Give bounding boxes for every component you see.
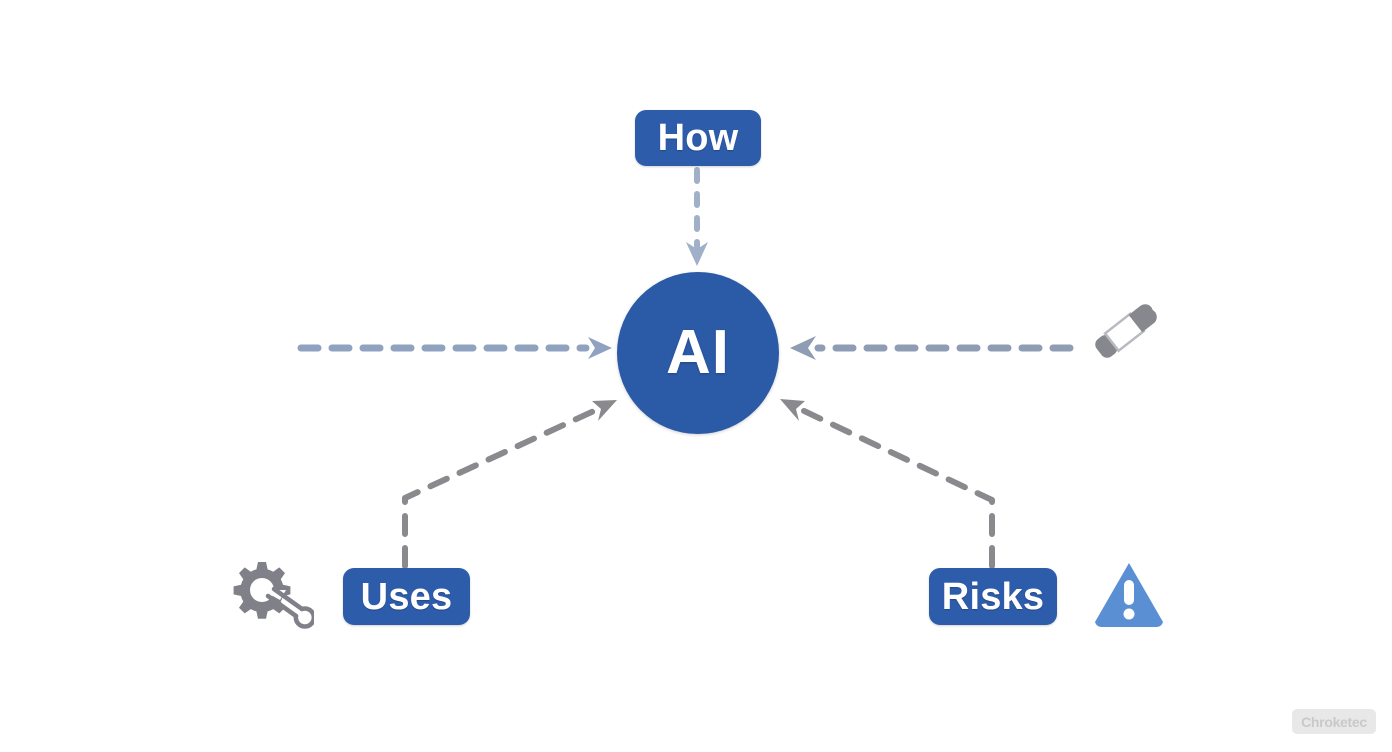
connector-uses-to-ai bbox=[402, 400, 617, 569]
connector-right-to-ai bbox=[790, 336, 1074, 360]
connector-left-to-ai bbox=[297, 337, 612, 359]
node-how-label: How bbox=[657, 117, 739, 159]
watermark: Chroketec bbox=[1292, 709, 1376, 734]
node-how[interactable]: How bbox=[635, 110, 761, 166]
watermark-text: Chroketec bbox=[1301, 713, 1367, 730]
node-uses[interactable]: Uses bbox=[343, 568, 470, 625]
pencil-icon bbox=[1095, 304, 1157, 358]
node-ai-label: AI bbox=[666, 318, 730, 387]
connector-how-to-ai bbox=[686, 167, 708, 266]
node-risks-label: Risks bbox=[941, 575, 1045, 618]
warning-triangle-icon bbox=[1095, 563, 1163, 627]
gear-wrench-icon bbox=[233, 562, 314, 629]
node-ai-hub[interactable]: AI bbox=[617, 272, 779, 434]
node-risks[interactable]: Risks bbox=[929, 568, 1057, 625]
node-uses-label: Uses bbox=[360, 575, 453, 618]
connector-risks-to-ai bbox=[780, 399, 995, 569]
